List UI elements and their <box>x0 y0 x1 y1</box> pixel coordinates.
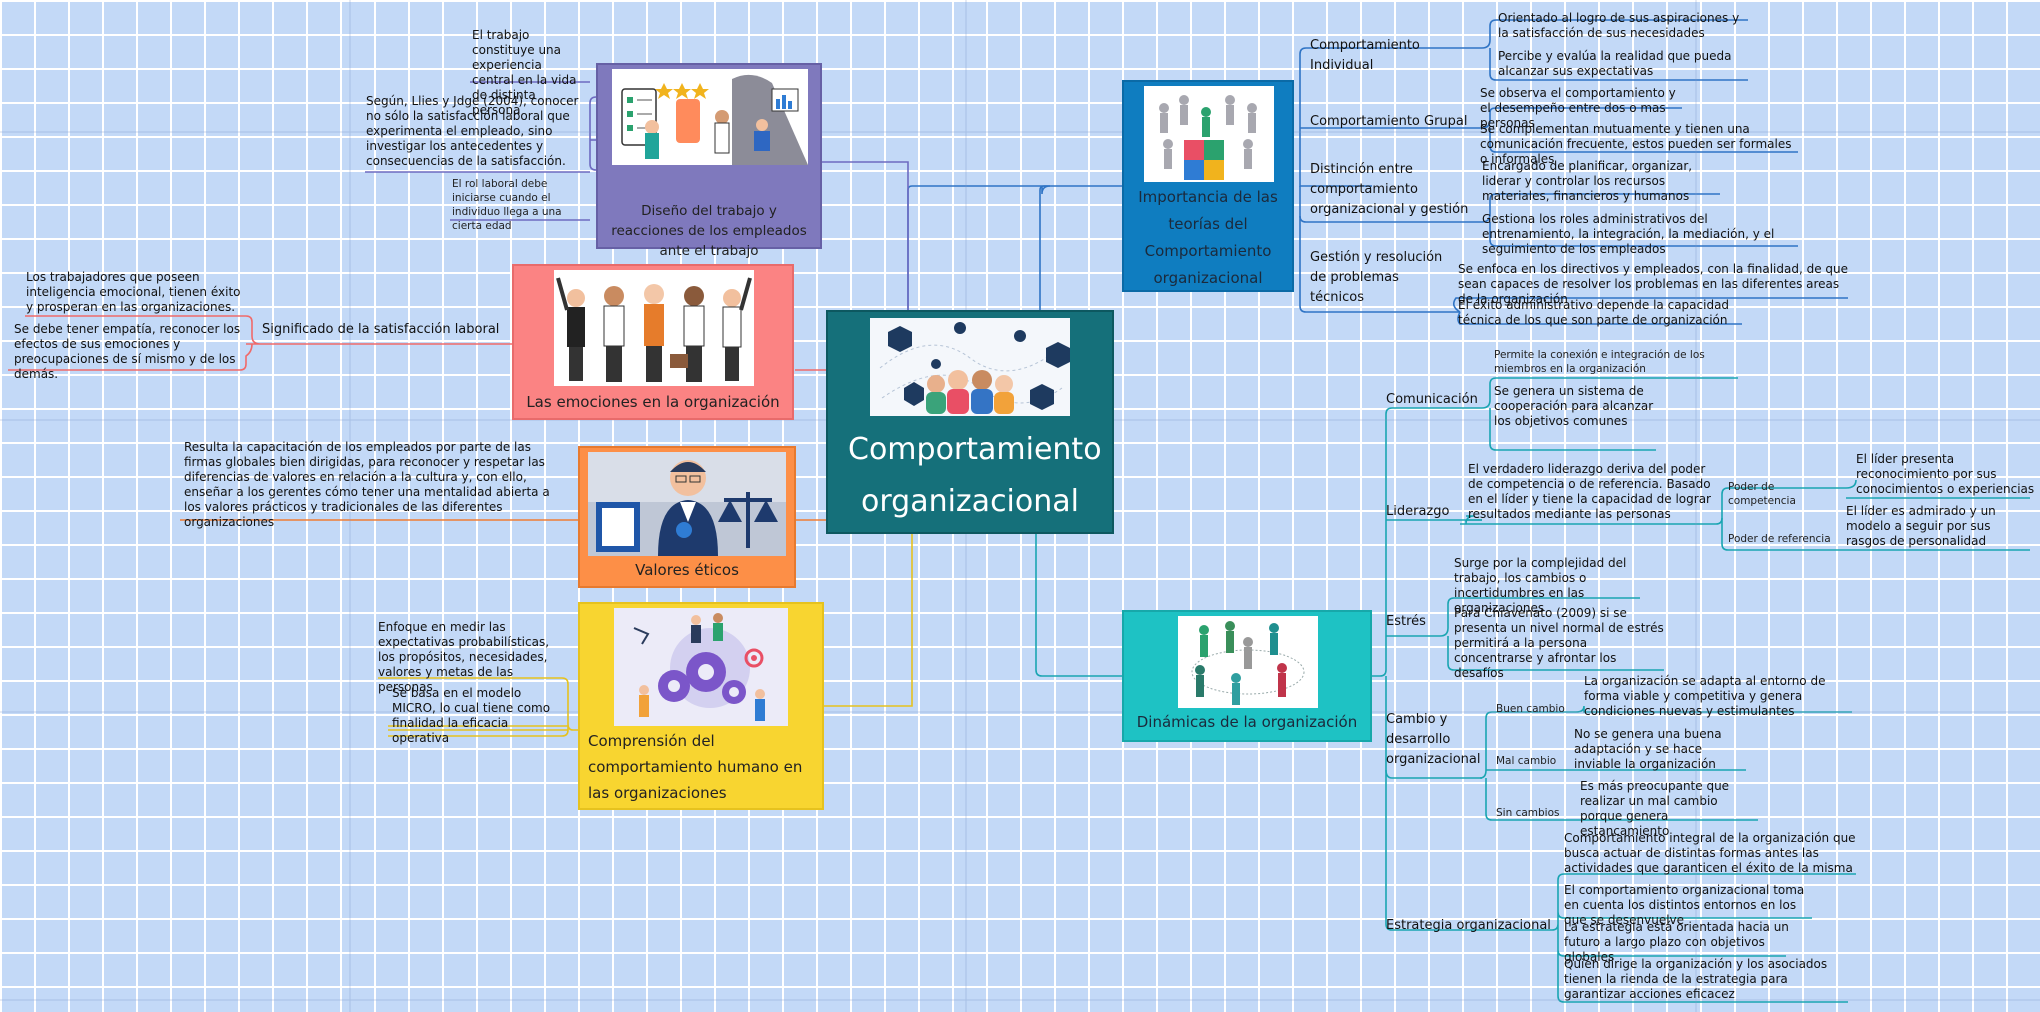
sub-poder-referencia[interactable]: Poder de referencia <box>1728 533 1831 545</box>
valores-illustration <box>588 452 786 556</box>
branch-estrategia[interactable]: Estrategia organizacional <box>1386 918 1551 933</box>
branch-comunicacion[interactable]: Comunicación <box>1386 392 1478 407</box>
leaf-distincion-1: Encargado de planificar, organizar, lide… <box>1482 159 1693 203</box>
leaf-estrategia-4: Quien dirige la organización y los asoci… <box>1564 957 1828 1001</box>
importancia-illustration <box>1144 86 1274 182</box>
leaf-poder-competencia: El líder presenta reconocimiento por sus… <box>1856 452 2035 496</box>
central-title: Comportamiento organizacional <box>848 432 1102 519</box>
branch-gestion-tecnicos[interactable]: Gestión y resolución de problemas técnic… <box>1310 250 1443 305</box>
emociones-note-1: Los trabajadores que poseen inteligencia… <box>26 270 241 314</box>
comprension-note-1: Enfoque en medir las expectativas probab… <box>378 620 550 694</box>
leaf-estrategia-2: El comportamiento organizacional toma en… <box>1564 883 1805 927</box>
emociones-illustration <box>554 270 754 386</box>
topic-importancia[interactable]: Importancia de las teorías del Comportam… <box>1122 80 1294 292</box>
leaf-comunicacion-1: Permite la conexión e integración de los… <box>1494 349 1705 375</box>
topic-valores-eticos[interactable]: Valores éticos <box>578 446 796 588</box>
diseno-note-2: Según, Llies y Jdge (2004), conocer no s… <box>366 94 579 168</box>
diseno-illustration <box>612 69 808 165</box>
sub-buen-cambio[interactable]: Buen cambio <box>1496 703 1565 715</box>
leaf-individual-1: Orientado al logro de sus aspiraciones y… <box>1498 11 1740 40</box>
topic-dinamicas[interactable]: Dinámicas de la organización <box>1122 610 1372 742</box>
leaf-sin-cambios: Es más preocupante que realizar un mal c… <box>1580 779 1730 838</box>
comprension-note-2: Se basa en el modelo MICRO, lo cual tien… <box>392 686 551 745</box>
leaf-grupal-2: Se complementan mutuamente y tienen una … <box>1480 122 1792 166</box>
comprension-illustration <box>614 608 788 726</box>
leaf-grupal-1: Se observa el comportamiento y el desemp… <box>1480 86 1676 130</box>
leaf-estres-2: Para Chiavenato (2009) si se presenta un… <box>1454 606 1664 680</box>
liderazgo-note: El verdadero liderazgo deriva del poder … <box>1468 462 1711 521</box>
leaf-estrategia-3: La estrategia está orientada hacia un fu… <box>1564 920 1789 964</box>
leaf-gestion-2: El éxito administrativo depende la capac… <box>1458 298 1730 327</box>
dinamicas-title: Dinámicas de la organización <box>1136 713 1358 731</box>
topic-diseno-trabajo[interactable]: Diseño del trabajo y reacciones de los e… <box>596 63 822 259</box>
dinamicas-illustration <box>1178 616 1318 708</box>
topic-comprension[interactable]: Comprensión del comportamiento humano en… <box>578 602 824 810</box>
leaf-distincion-2: Gestiona los roles administrativos del e… <box>1482 212 1775 256</box>
diseno-note-3: El rol laboral debe iniciarse cuando el … <box>452 178 562 232</box>
central-topic[interactable]: Comportamiento organizacional <box>826 310 1114 534</box>
leaf-buen-cambio: La organización se adapta al entorno de … <box>1584 674 1826 718</box>
diseno-note-1: El trabajo constituye una experiencia ce… <box>472 28 577 117</box>
leaf-estrategia-1: Comportamiento integral de la organizaci… <box>1564 831 1856 875</box>
branch-estres[interactable]: Estrés <box>1386 614 1426 629</box>
branch-liderazgo[interactable]: Liderazgo <box>1386 504 1450 519</box>
leaf-individual-2: Percibe y evalúa la realidad que pueda a… <box>1498 49 1732 78</box>
sub-mal-cambio[interactable]: Mal cambio <box>1496 755 1557 767</box>
leaf-estres-1: Surge por la complejidad del trabajo, lo… <box>1454 556 1627 615</box>
leaf-mal-cambio: No se genera una buena adaptación y se h… <box>1574 727 1722 771</box>
branch-comportamiento-individual[interactable]: Comportamiento Individual <box>1310 38 1420 73</box>
valores-title: Valores éticos <box>635 561 739 579</box>
emociones-note-2: Se debe tener empatía, reconocer los efe… <box>14 322 241 381</box>
central-illustration <box>870 318 1070 416</box>
leaf-gestion-1: Se enfoca en los directivos y empleados,… <box>1458 262 1849 306</box>
leaf-poder-referencia: El líder es admirado y un modelo a segui… <box>1846 504 1996 548</box>
branch-comportamiento-grupal[interactable]: Comportamiento Grupal <box>1310 114 1468 129</box>
branch-cambio-desarrollo[interactable]: Cambio y desarrollo organizacional <box>1386 712 1481 767</box>
emociones-title: Las emociones en la organización <box>526 393 780 411</box>
importancia-title: Importancia de las teorías del Comportam… <box>1138 188 1278 287</box>
branch-distincion[interactable]: Distinción entre comportamiento organiza… <box>1310 162 1469 217</box>
valores-note: Resulta la capacitación de los empleados… <box>184 440 550 529</box>
diseno-title: Diseño del trabajo y reacciones de los e… <box>611 203 807 259</box>
leaf-comunicacion-2: Se genera un sistema de cooperación para… <box>1494 384 1654 428</box>
sub-sin-cambios[interactable]: Sin cambios <box>1496 807 1560 819</box>
topic-emociones[interactable]: Las emociones en la organización <box>512 264 794 420</box>
comprension-title: Comprensión del comportamiento humano en… <box>588 732 803 802</box>
emociones-subtopic[interactable]: Significado de la satisfacción laboral <box>262 322 500 337</box>
sub-poder-competencia[interactable]: Poder de competencia <box>1728 481 1796 507</box>
